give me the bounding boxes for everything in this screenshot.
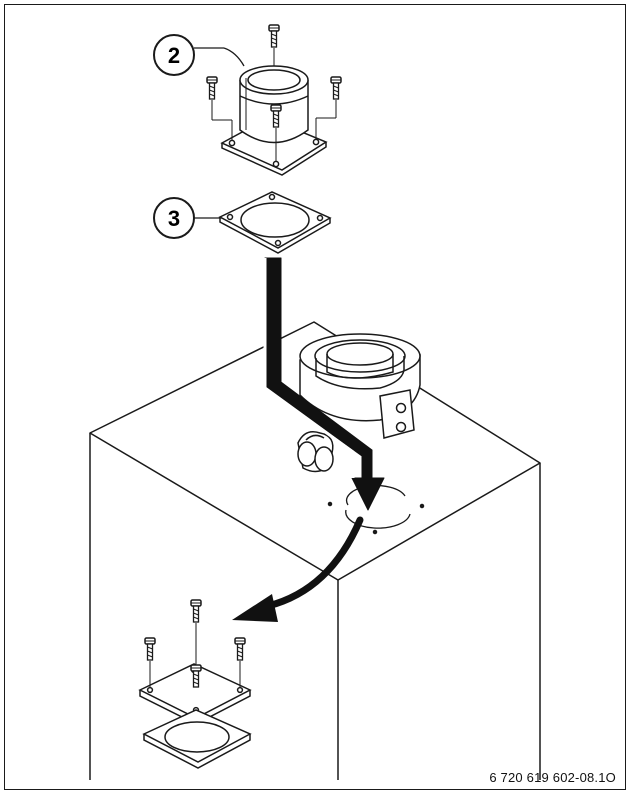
- part-2-screws: [206, 24, 342, 161]
- removal-arrow: [232, 516, 364, 622]
- figure-reference-code: 6 720 619 602-08.1O: [489, 770, 616, 785]
- install-arrow: [263, 257, 385, 511]
- removed-gasket: [142, 709, 252, 769]
- callout-3-label: 3: [168, 206, 180, 231]
- removed-screws: [144, 599, 246, 688]
- callout-3: 3: [153, 197, 222, 239]
- callout-2: 2: [153, 34, 245, 76]
- part-3-gasket: [218, 191, 332, 254]
- existing-flue-adapter: [299, 333, 421, 439]
- figure-frame: [4, 4, 626, 790]
- pipe-clamp: [297, 431, 334, 473]
- callout-2-label: 2: [168, 43, 180, 68]
